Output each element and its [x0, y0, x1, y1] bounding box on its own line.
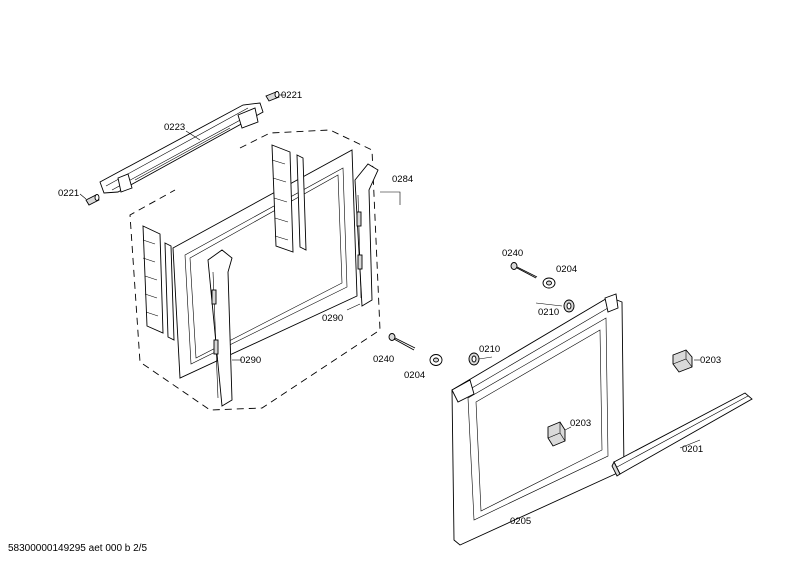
label-0203-door: 0203 — [570, 418, 591, 429]
label-0284: 0284 — [392, 174, 413, 185]
screw-0240-middle — [388, 333, 416, 351]
spacer-0210-middle — [468, 352, 480, 366]
clip-0203-door — [547, 421, 566, 447]
left-glass-bracket — [142, 225, 175, 341]
document-footer-code: 58300000149295 aet 000 b 2/5 — [8, 543, 148, 554]
label-0204-top: 0204 — [556, 264, 577, 275]
label-0240-top: 0240 — [502, 248, 523, 259]
bottom-trim-strip — [611, 392, 753, 477]
rear-glass-panel — [172, 149, 358, 379]
assembly-dashed-outline — [129, 129, 381, 411]
leader-lines — [79, 94, 701, 449]
washer-0204-upper — [542, 277, 556, 289]
label-0290-left: 0290 — [240, 355, 261, 366]
label-0204-mid: 0204 — [404, 370, 425, 381]
spacer-0210-upper — [563, 299, 575, 313]
label-0221-left: 0221 — [58, 188, 79, 199]
label-0290-right: 0290 — [322, 313, 343, 324]
label-0210-top: 0210 — [538, 307, 559, 318]
screw-0240-upper — [510, 262, 538, 279]
label-0221-top: 0221 — [281, 90, 302, 101]
washer-0204-middle — [429, 354, 443, 366]
label-0223: 0223 — [164, 122, 185, 133]
hinge-0290-left — [207, 249, 242, 407]
label-0203-right: 0203 — [700, 355, 721, 366]
pin-0221-top — [265, 91, 280, 102]
label-0201: 0201 — [682, 444, 703, 455]
hinge-0284 — [354, 163, 401, 307]
middle-glass-bracket — [271, 144, 307, 253]
label-0240-mid: 0240 — [373, 354, 394, 365]
top-trim-strip — [99, 102, 264, 194]
label-0210-mid: 0210 — [479, 344, 500, 355]
pin-0221-left — [85, 194, 100, 206]
outer-door-panel — [451, 293, 625, 546]
clip-0203-right — [672, 349, 693, 373]
label-0205: 0205 — [510, 516, 531, 527]
